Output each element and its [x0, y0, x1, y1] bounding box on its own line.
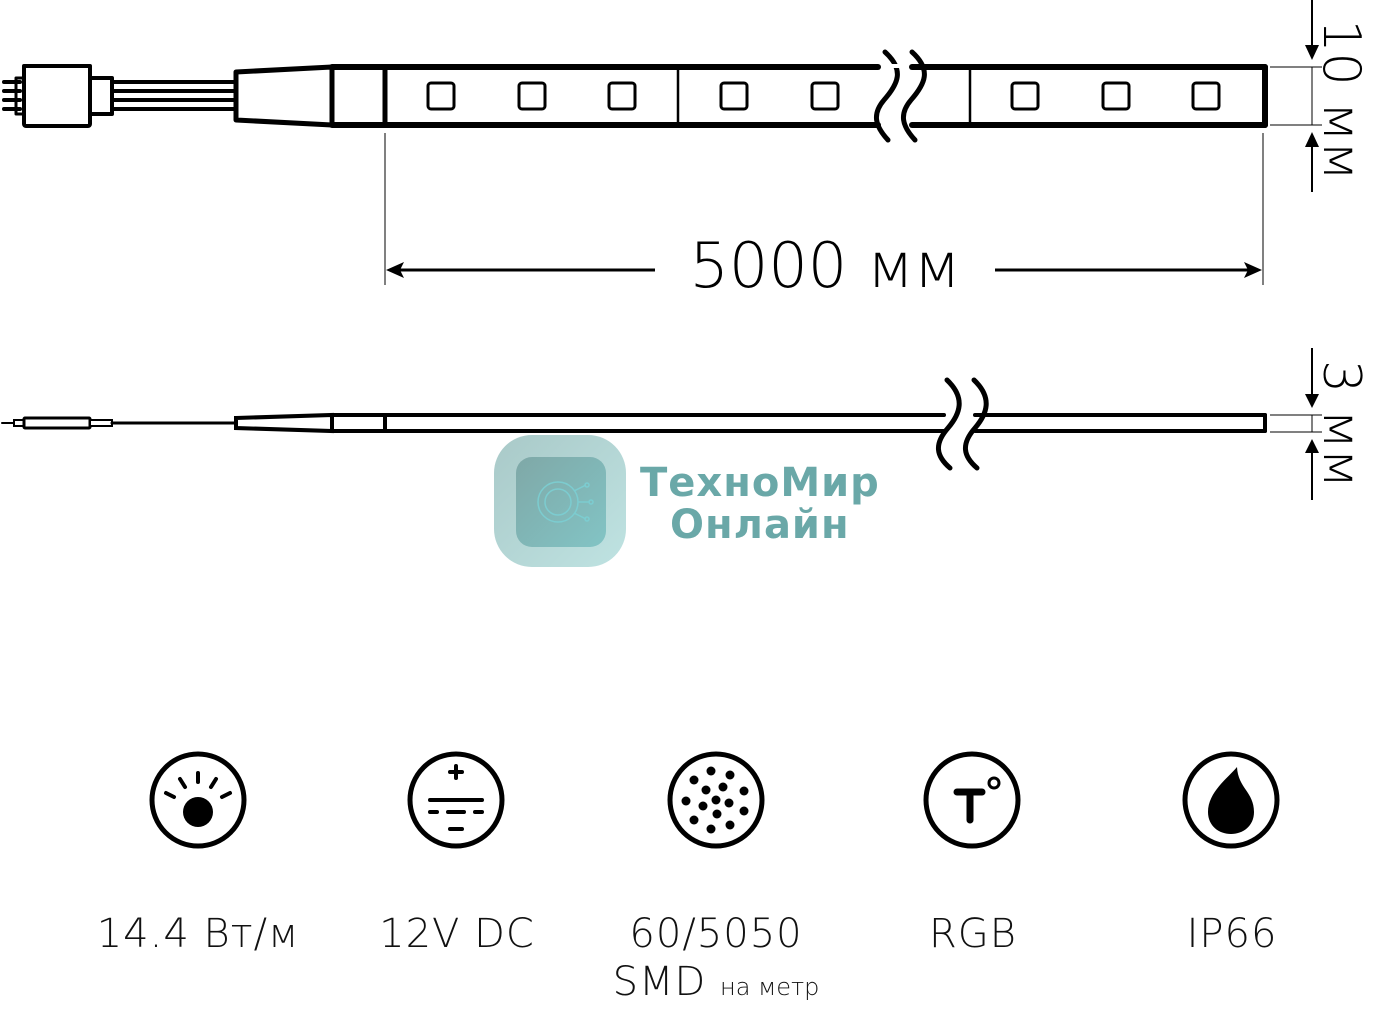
length-label: 5000 мм	[689, 229, 960, 302]
led-chip	[1191, 81, 1221, 111]
led-dots-icon	[667, 751, 765, 849]
side-view	[1, 377, 1267, 471]
end-cap-sleeve	[233, 64, 335, 128]
spec-power-label: 14.4 Вт/м	[96, 911, 300, 957]
brightness-icon	[149, 751, 247, 849]
spec-voltage-label: 12V DC	[379, 911, 535, 957]
side-connector	[22, 416, 92, 430]
watermark-gear-icon	[494, 435, 626, 567]
length-dimension	[384, 133, 1264, 285]
spec-led-type-unit: на метр	[720, 973, 820, 1001]
spec-led-type-label: SMD на метр	[613, 958, 820, 1011]
connector-pins	[2, 80, 22, 111]
led-chip	[426, 81, 456, 111]
spec-led-density-label: 60/5050	[629, 911, 803, 957]
top-view	[2, 49, 1268, 143]
watermark-logo: ТехноМир Онлайн	[492, 433, 902, 569]
break-symbol-side	[936, 377, 989, 471]
watermark-line2: Онлайн	[670, 502, 850, 548]
break-symbol-top	[874, 49, 927, 143]
width-dimension	[1270, 0, 1322, 192]
led-chip	[1010, 81, 1040, 111]
dc-voltage-icon	[407, 751, 505, 849]
spec-color-label: RGB	[929, 911, 1017, 957]
side-sleeve	[234, 412, 334, 434]
spec-ip-rating-label: IP66	[1186, 911, 1278, 957]
spec-led-type-main: SMD	[612, 959, 707, 1005]
connector-collar	[88, 76, 114, 116]
temperature-icon	[923, 751, 1021, 849]
water-drop-icon	[1182, 751, 1280, 849]
spec-icons	[149, 751, 1280, 849]
led-chip	[517, 81, 547, 111]
watermark-line1: ТехноМир	[640, 460, 880, 506]
leds	[426, 81, 1221, 111]
led-chip	[607, 81, 637, 111]
thickness-dimension	[1270, 348, 1322, 500]
led-chip	[719, 81, 749, 111]
led-chip	[1101, 81, 1131, 111]
thickness-label: 3 мм	[1311, 360, 1371, 488]
width-label: 10 мм	[1311, 19, 1371, 180]
wires	[110, 80, 238, 111]
led-chip	[810, 81, 840, 111]
